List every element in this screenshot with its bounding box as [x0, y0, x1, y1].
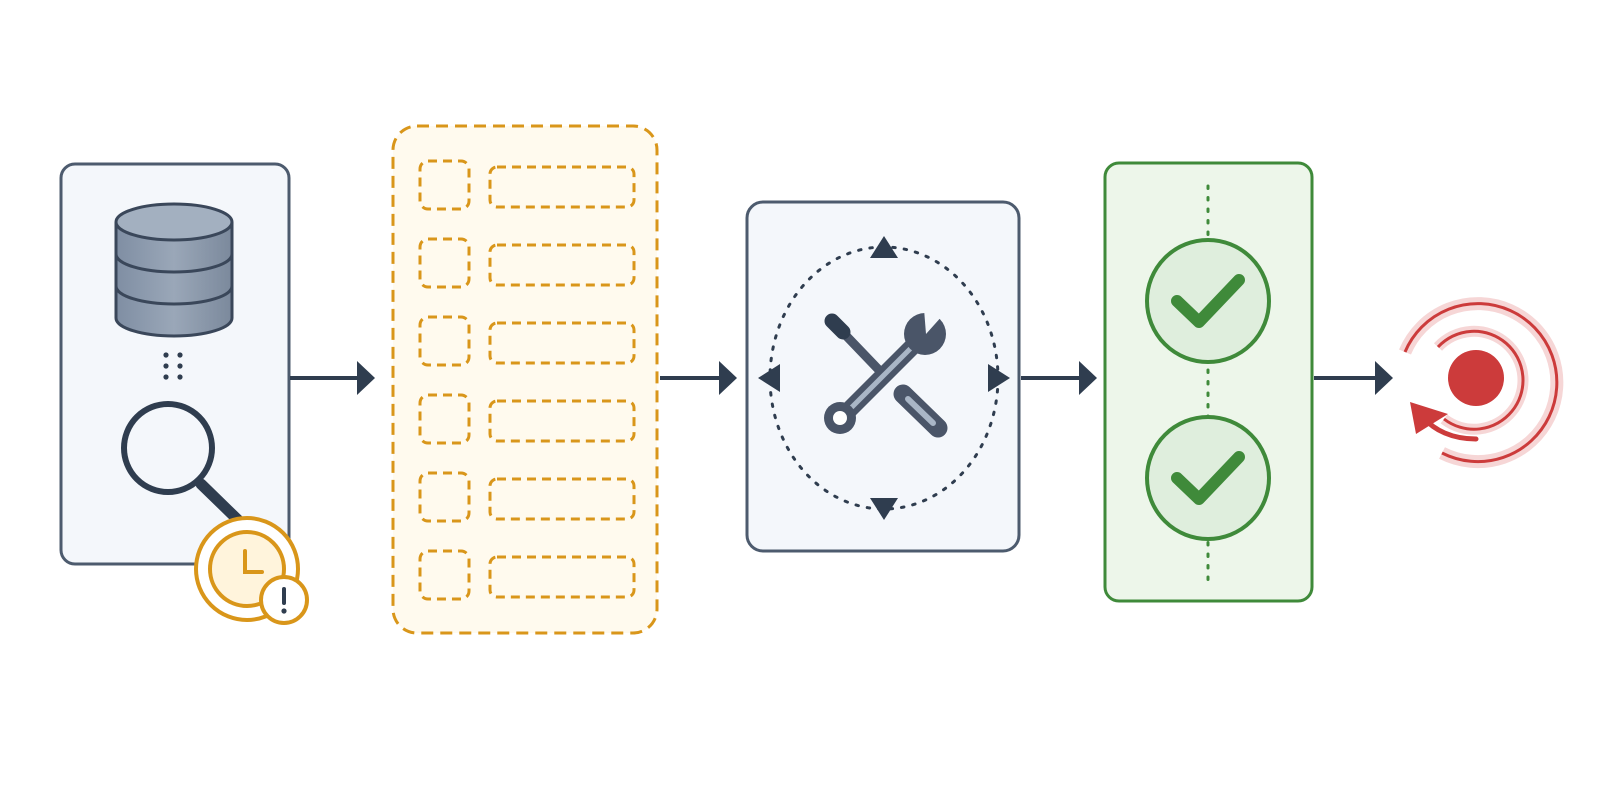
- checklist-panel: [391, 124, 659, 635]
- target-center: [1448, 350, 1504, 406]
- text-line-placeholder: [488, 555, 636, 599]
- checklist-row: [418, 315, 636, 367]
- stage-verification: [1103, 161, 1314, 603]
- connector-dots: [163, 352, 183, 380]
- stage-repeat-target: [1399, 297, 1564, 469]
- loop-arrow-icon: [1410, 402, 1479, 442]
- check-circle-icon: [1145, 415, 1271, 541]
- checklist-row: [418, 393, 636, 445]
- checkbox-placeholder: [418, 159, 471, 211]
- stage-pending-checklist: [391, 124, 659, 635]
- wrench-icon: [824, 309, 946, 434]
- text-line-placeholder: [488, 321, 636, 365]
- target-icon: [1399, 297, 1564, 469]
- text-line-placeholder: [488, 243, 636, 287]
- stage-maintenance: [745, 200, 1021, 553]
- checklist-row: [418, 237, 636, 289]
- checkbox-placeholder: [418, 315, 471, 367]
- checkbox-placeholder: [418, 237, 471, 289]
- checklist-row: [418, 159, 636, 211]
- stage-query-source: [59, 162, 309, 625]
- check-circle-icon: [1145, 238, 1271, 364]
- database-icon: [114, 202, 234, 338]
- connector-arrow-4: [1314, 361, 1393, 395]
- connector-arrow-3: [1021, 361, 1097, 395]
- connector-arrow-2: [660, 361, 737, 395]
- screwdriver-icon: [824, 313, 948, 438]
- connector-arrow-1: [290, 361, 375, 395]
- checkbox-placeholder: [418, 393, 471, 445]
- cycle-arrow-left: [758, 364, 780, 392]
- text-line-placeholder: [488, 477, 636, 521]
- rotation-cycle-icon: [758, 236, 1010, 520]
- checklist-row: [418, 471, 636, 523]
- cycle-arrow-top: [870, 236, 898, 258]
- checkbox-placeholder: [418, 549, 471, 601]
- clock-alert-icon: [194, 516, 309, 625]
- text-line-placeholder: [488, 399, 636, 443]
- magnifier-icon: [121, 401, 244, 526]
- cycle-arrow-right: [988, 364, 1010, 392]
- checklist-row: [418, 549, 636, 601]
- checkbox-placeholder: [418, 471, 471, 523]
- text-line-placeholder: [488, 165, 636, 209]
- cycle-arrow-bottom: [870, 498, 898, 520]
